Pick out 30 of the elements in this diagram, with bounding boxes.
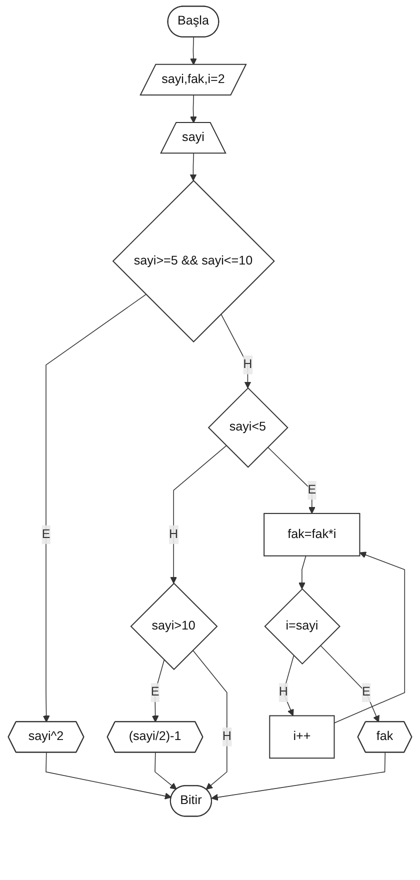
node-box: i++: [269, 715, 335, 759]
arrow: [42, 294, 146, 722]
edge-label: H: [222, 730, 232, 744]
arrow: [211, 752, 386, 801]
edge-label: E: [150, 685, 160, 699]
arrow: [190, 153, 197, 181]
arrow: [154, 752, 177, 790]
edge-label: E: [42, 528, 50, 541]
arrow: [46, 752, 172, 800]
node-diamond: sayi>10: [130, 582, 218, 670]
arrow: [267, 446, 316, 514]
arrow: [220, 314, 252, 388]
edge-label: E: [362, 685, 370, 699]
edge-label: E: [308, 483, 316, 497]
node-box: fak=fak*i: [264, 512, 360, 556]
arrow: [320, 644, 380, 722]
node-diamond: i=sayi: [264, 588, 340, 665]
arrow: [170, 445, 227, 584]
edge-label: H: [243, 358, 252, 372]
arrow: [190, 95, 197, 124]
arrow: [192, 650, 228, 790]
arrow: [334, 552, 406, 724]
arrow: [282, 655, 294, 716]
arrow: [152, 660, 165, 722]
edge-label: H: [278, 685, 288, 699]
node-diamond: sayi<5: [208, 387, 288, 468]
arrow: [298, 555, 306, 590]
node-diamond: sayi>=5 && sayi<=10: [112, 180, 275, 342]
arrow: [190, 36, 197, 66]
edge-label: H: [169, 528, 178, 541]
